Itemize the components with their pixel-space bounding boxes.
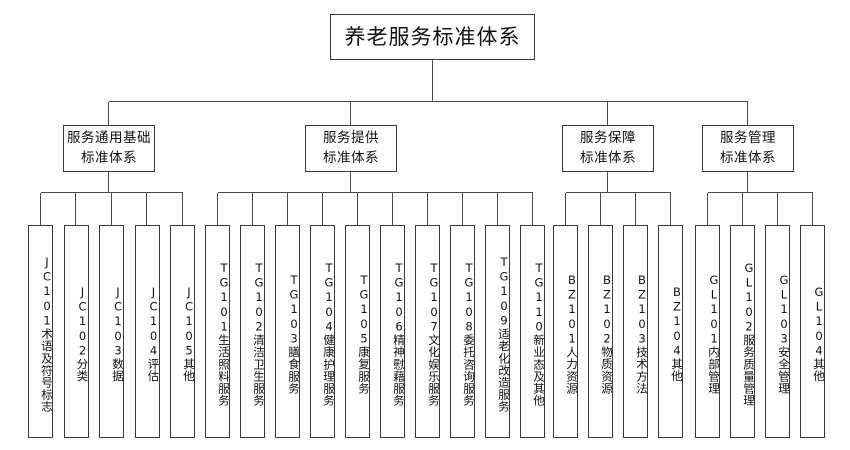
leaf-node-JC103[interactable]: JC103数据 — [99, 225, 125, 438]
connector-category-TG — [350, 102, 352, 125]
connector-leaf-TG103 — [286, 193, 288, 225]
leaf-node-GL101[interactable]: GL101内部管理 — [695, 225, 721, 438]
leaf-node-BZ102[interactable]: BZ102物质资源 — [588, 225, 614, 438]
connector-leaf-TG107 — [426, 193, 428, 225]
connector-level2-bus-GL — [707, 192, 813, 194]
connector-leaf-TG102 — [251, 193, 253, 225]
connector-leaf-BZ103 — [634, 193, 636, 225]
connector-group-stem-TG — [350, 172, 352, 193]
leaf-node-BZ104[interactable]: BZ104其他 — [658, 225, 684, 438]
category-label-line1: 服务保障 — [580, 129, 636, 146]
connector-leaf-BZ102 — [599, 193, 601, 225]
connector-leaf-TG106 — [391, 193, 393, 225]
connector-leaf-TG105 — [356, 193, 358, 225]
connector-group-stem-BZ — [607, 172, 609, 193]
leaf-node-GL103[interactable]: GL103安全管理 — [765, 225, 791, 438]
connector-category-JC — [108, 102, 110, 125]
category-label-line2: 标准体系 — [323, 149, 379, 166]
connector-leaf-JC104 — [146, 193, 148, 225]
connector-leaf-GL104 — [811, 193, 813, 225]
leaf-node-BZ101[interactable]: BZ101人力资源 — [553, 225, 579, 438]
leaf-node-JC101[interactable]: JC101术语及符号标志 — [28, 225, 54, 438]
leaf-node-GL102[interactable]: GL102服务质量管理 — [730, 225, 756, 438]
category-label-line2: 标准体系 — [580, 149, 636, 166]
category-label-line2: 标准体系 — [81, 149, 137, 166]
category-label-line1: 服务提供 — [323, 129, 379, 146]
leaf-node-TG105[interactable]: TG105康复服务 — [345, 225, 371, 438]
leaf-node-TG106[interactable]: TG106精神慰藉服务 — [380, 225, 406, 438]
connector-leaf-JC103 — [110, 193, 112, 225]
category-label-line1: 服务通用基础 — [67, 129, 151, 146]
connector-leaf-BZ104 — [669, 193, 671, 225]
leaf-node-TG110[interactable]: TG110新业态及其他 — [520, 225, 546, 438]
connector-leaf-TG101 — [216, 193, 218, 225]
leaf-node-TG102[interactable]: TG102清洁卫生服务 — [240, 225, 266, 438]
leaf-node-TG107[interactable]: TG107文化娱乐服务 — [415, 225, 441, 438]
connector-level2-bus-TG — [217, 192, 533, 194]
leaf-node-TG104[interactable]: TG104健康护理服务 — [310, 225, 336, 438]
leaf-node-JC102[interactable]: JC102分类 — [63, 225, 90, 438]
connector-leaf-JC105 — [181, 193, 183, 225]
category-node-JC[interactable]: 服务通用基础标准体系 — [63, 125, 155, 172]
connector-category-GL — [747, 102, 749, 125]
connector-leaf-TG104 — [321, 193, 323, 225]
connector-level2-bus-JC — [40, 192, 183, 194]
category-node-GL[interactable]: 服务管理标准体系 — [702, 125, 794, 172]
connector-root-stem — [431, 60, 433, 102]
leaf-node-TG108[interactable]: TG108委托咨询服务 — [450, 225, 476, 438]
leaf-node-GL104[interactable]: GL104其他 — [800, 225, 826, 438]
connector-group-stem-GL — [747, 172, 749, 193]
connector-category-BZ — [607, 102, 609, 125]
connector-leaf-JC101 — [39, 193, 41, 225]
connector-level1-bus — [109, 101, 748, 103]
connector-leaf-TG110 — [531, 193, 533, 225]
leaf-node-JC104[interactable]: JC104评估 — [134, 225, 161, 438]
category-label-line1: 服务管理 — [720, 129, 776, 146]
connector-leaf-GL101 — [706, 193, 708, 225]
category-node-BZ[interactable]: 服务保障标准体系 — [562, 125, 654, 172]
leaf-node-TG103[interactable]: TG103膳食服务 — [275, 225, 301, 438]
leaf-node-TG101[interactable]: TG101生活照料服务 — [205, 225, 231, 438]
connector-leaf-GL103 — [776, 193, 778, 225]
connector-leaf-GL102 — [741, 193, 743, 225]
connector-leaf-BZ101 — [564, 193, 566, 225]
connector-leaf-JC102 — [75, 193, 77, 225]
connector-level2-bus-BZ — [565, 192, 671, 194]
leaf-node-BZ103[interactable]: BZ103技术方法 — [623, 225, 649, 438]
leaf-node-TG109[interactable]: TG109适老化改造服务 — [485, 225, 511, 438]
category-label-line2: 标准体系 — [720, 149, 776, 166]
leaf-node-JC105[interactable]: JC105其他 — [170, 225, 196, 438]
connector-leaf-TG109 — [496, 193, 498, 225]
connector-group-stem-JC — [108, 172, 110, 193]
category-node-TG[interactable]: 服务提供标准体系 — [305, 125, 397, 172]
connector-leaf-TG108 — [461, 193, 463, 225]
root-node: 养老服务标准体系 — [330, 14, 535, 60]
